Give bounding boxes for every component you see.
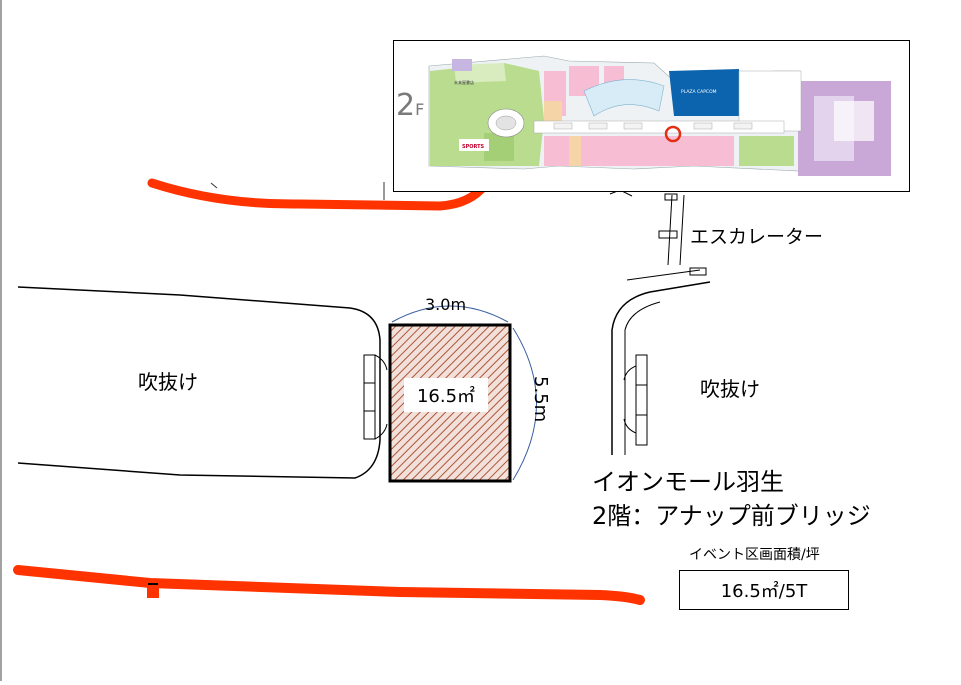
booth-width-label: 3.0m [425,295,467,314]
void-left-label: 吹抜け [138,370,198,394]
corridor-edge-top [147,178,490,211]
floor-suffix: F [415,100,425,119]
escalator [609,189,707,276]
void-right-label: 吹抜け [700,377,760,401]
booth-depth-label: 5.5m [530,376,551,423]
floor-indicator: 2F [396,88,424,123]
venue-location: 2階：アナップ前ブリッジ [592,502,871,530]
area-summary-value: 16.5㎡/5T [679,570,849,610]
floor-number: 2 [396,88,416,123]
inset-map-drawing: SPORTS 未来屋書店 PLAZA CAPCOM [428,55,891,176]
venue-name: イオンモール羽生 [592,468,784,496]
map-label-bookstore: 未来屋書店 [454,79,474,85]
railing-left [363,354,376,440]
area-summary-title: イベント区画面積/坪 [689,547,820,563]
corridor-edge-bottom [13,565,645,605]
depth-dimension-line [512,327,537,481]
map-label-plaza-capcom: PLAZA CAPCOM [681,89,717,95]
map-area-blue [669,69,739,116]
void-right-outline [611,281,711,455]
map-label-sports: SPORTS [462,144,485,150]
railing-right [635,354,648,446]
location-marker-icon [664,125,682,143]
width-dimension-line [391,305,509,323]
void-left-outline [17,286,381,479]
booth-area-label: 16.5㎡ [404,378,488,412]
escalator-label: エスカレーター [690,226,824,248]
map-area-green [430,63,544,166]
inset-floor-map: SPORTS 未来屋書店 PLAZA CAPCOM [393,40,910,192]
